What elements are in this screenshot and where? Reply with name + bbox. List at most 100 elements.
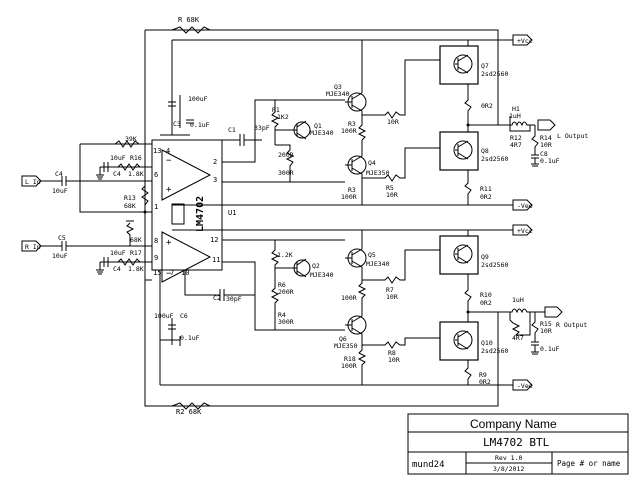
label-q1-value: MJE340 bbox=[310, 129, 334, 137]
label-r10-left: 10R bbox=[387, 118, 399, 126]
label-q1: Q1 bbox=[314, 122, 322, 130]
label-r12: R12 bbox=[510, 134, 522, 142]
label-r8-value: 10R bbox=[388, 356, 400, 364]
label-r17-value: 1.8K bbox=[128, 265, 144, 273]
right-input-port bbox=[21, 240, 152, 252]
label-q2-value: MJE340 bbox=[310, 271, 334, 279]
port-l-output[interactable]: L Output bbox=[557, 132, 588, 140]
label-q8-value: 2sd2560 bbox=[481, 155, 508, 163]
pin-4: 4 bbox=[166, 147, 170, 155]
label-c3: C3 bbox=[173, 120, 181, 128]
label-l-1uh: 1uH bbox=[512, 296, 524, 304]
label-r3-bottom: R3 bbox=[348, 186, 356, 194]
label-r4: R4 bbox=[278, 311, 286, 319]
label-68k-right: 68K bbox=[130, 236, 142, 244]
label-q2: Q2 bbox=[312, 262, 320, 270]
vee-rail-bottom bbox=[160, 379, 533, 391]
left-vbe-multiplier bbox=[222, 99, 345, 183]
title-author: mund24 bbox=[412, 460, 445, 470]
feedback-loop bbox=[144, 26, 499, 410]
pin-9: 9 bbox=[154, 254, 158, 262]
label-c1: C1 bbox=[228, 126, 236, 134]
label-h1-value: 1uH bbox=[509, 112, 521, 120]
port-r-in[interactable]: R In bbox=[25, 243, 41, 251]
port-vee-top[interactable]: -Vee bbox=[517, 202, 533, 210]
title-rev: Rev 1.0 bbox=[495, 454, 522, 462]
vee-rail-top bbox=[172, 199, 533, 211]
label-r6-value: 200R bbox=[278, 288, 294, 296]
label-r17: R17 bbox=[130, 249, 142, 257]
pin-11: 11 bbox=[212, 256, 220, 264]
label-39k: 39K bbox=[125, 135, 137, 143]
pin-13: 13 bbox=[153, 147, 161, 155]
pin-6: 6 bbox=[154, 171, 158, 179]
label-c4-left-value: 10uF bbox=[52, 187, 68, 195]
right-output-transistors bbox=[439, 230, 499, 385]
label-r100-right: 100R bbox=[341, 294, 357, 302]
label-r15-value: 10R bbox=[540, 327, 552, 335]
label-r14: R14 bbox=[540, 134, 552, 142]
label-c5: C5 bbox=[58, 234, 66, 242]
right-driver-transistors bbox=[345, 230, 440, 385]
label-r12-value: 4R7 bbox=[510, 141, 522, 149]
label-r8: R8 bbox=[388, 349, 396, 357]
wire-left-pin1 bbox=[79, 181, 152, 213]
port-l-in[interactable]: L In bbox=[25, 178, 41, 186]
label-r5-value: 10R bbox=[386, 191, 398, 199]
port-r-output[interactable]: R Output bbox=[556, 321, 587, 329]
label-r1-value: 1K2 bbox=[277, 113, 289, 121]
left-output-transistors bbox=[439, 40, 498, 205]
title-page: Page # or name bbox=[557, 459, 621, 468]
port-vcc-bottom[interactable]: +Vcc bbox=[517, 227, 533, 235]
label-c2: C2 bbox=[213, 294, 221, 302]
label-c6: C6 bbox=[180, 312, 188, 320]
right-feedback-network bbox=[96, 220, 152, 281]
label-r-1-2k: 1.2K bbox=[277, 251, 293, 259]
pin-15: 15 bbox=[153, 269, 161, 277]
label-r7: R7 bbox=[386, 286, 394, 294]
ic-lm4702: − + + − bbox=[151, 139, 223, 283]
label-r10-right-value: 0R2 bbox=[480, 299, 492, 307]
label-r16-value: 1.8K bbox=[128, 170, 144, 178]
label-q9-value: 2sd2560 bbox=[481, 261, 508, 269]
label-r14-value: 10R bbox=[540, 141, 552, 149]
svg-text:+: + bbox=[166, 185, 172, 195]
resistor-39k bbox=[114, 140, 140, 148]
label-0r2-top: 0R2 bbox=[481, 102, 493, 110]
label-q4-value: MJE350 bbox=[366, 169, 390, 177]
label-r18: R18 bbox=[344, 355, 356, 363]
label-h1: H1 bbox=[512, 105, 520, 113]
port-vee-bottom[interactable]: -Vee bbox=[517, 382, 533, 390]
label-c6-value: 100uF bbox=[154, 312, 174, 320]
label-c8: C8 bbox=[540, 150, 548, 158]
label-r3-top: R3 bbox=[348, 120, 356, 128]
label-r9: R9 bbox=[479, 371, 487, 379]
resistor-r2-bottom bbox=[171, 402, 211, 410]
label-r9-value: 0R2 bbox=[479, 378, 491, 386]
label-q4: Q4 bbox=[368, 159, 376, 167]
label-c-10uf-left: 10uF bbox=[110, 154, 126, 162]
label-q6: Q6 bbox=[339, 335, 347, 343]
label-q10-value: 2sd2560 bbox=[481, 347, 508, 355]
label-c4-right: C4 bbox=[113, 265, 121, 273]
label-r7-value: 10R bbox=[386, 293, 398, 301]
label-r13: R13 bbox=[124, 194, 136, 202]
label-c5-value: 10uF bbox=[52, 252, 68, 260]
right-vbe-multiplier bbox=[222, 239, 345, 331]
pin-8: 8 bbox=[154, 237, 158, 245]
label-r16: R16 bbox=[130, 154, 142, 162]
right-output-network bbox=[498, 306, 563, 355]
label-q6-value: MJE350 bbox=[334, 342, 358, 350]
vcc-rail-bottom bbox=[172, 224, 533, 236]
pin-7: 7 bbox=[170, 269, 174, 277]
pin-12: 12 bbox=[210, 236, 218, 244]
c1-compensation bbox=[222, 134, 262, 146]
label-r1: R1 bbox=[272, 106, 280, 114]
label-r15: R15 bbox=[540, 320, 552, 328]
wire-39k bbox=[79, 143, 152, 181]
label-q3: Q3 bbox=[334, 83, 342, 91]
title-company: Company Name bbox=[470, 417, 557, 431]
port-vcc-top[interactable]: +Vcc bbox=[517, 37, 533, 45]
label-c6-cap: 0.1uF bbox=[180, 334, 200, 342]
